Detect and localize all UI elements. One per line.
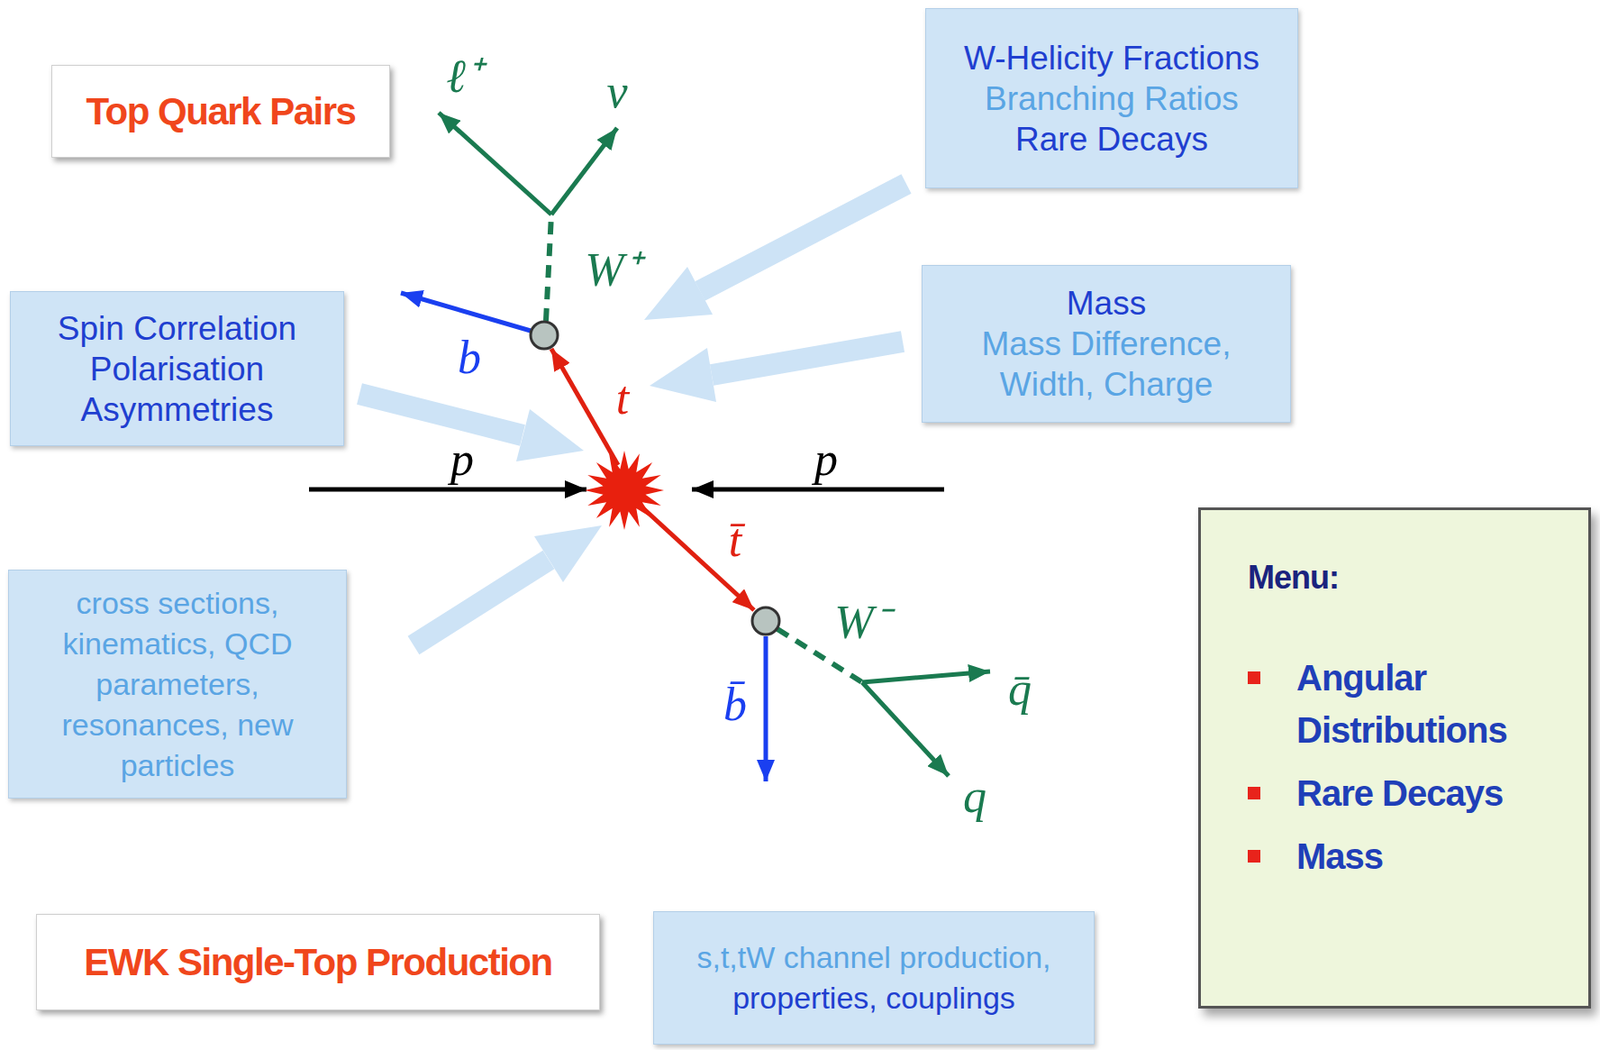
proton-beam: [691, 487, 945, 492]
pointer-arrow-shaft: [711, 341, 903, 375]
topic-box: cross sections, kinematics, QCD paramete…: [8, 569, 347, 799]
menu-title: Menu:: [1247, 556, 1339, 598]
bullet-mark: [1247, 671, 1261, 684]
antitop-line: [632, 498, 755, 610]
box-text: EWK Single-Top Production: [83, 939, 552, 985]
particle-label: W⁻: [834, 599, 890, 646]
box-text: s,t,tW channel production,: [696, 936, 1051, 978]
antiquark-line: [862, 671, 991, 682]
b-quark-line: [400, 292, 531, 331]
title-box: EWK Single-Top Production: [36, 913, 600, 1010]
decay-vertex: [752, 607, 780, 635]
proton-beam: [309, 487, 587, 492]
particle-label: t̄: [728, 517, 742, 564]
topic-box: s,t,tW channel production,properties, co…: [653, 910, 1095, 1045]
particle-label: q: [963, 772, 987, 820]
w-boson-line: [545, 214, 552, 321]
pointer-arrow-shaft: [359, 393, 523, 436]
particle-label: q̄: [1008, 665, 1032, 713]
bullet-mark: [1247, 786, 1261, 800]
particle-label: W⁺: [584, 246, 640, 294]
menu-item: Mass: [1296, 829, 1567, 882]
pointer-arrow-head: [644, 266, 713, 320]
quark-line: [862, 681, 949, 776]
topic-box: Spin Correlation Polarisation Asymmetrie…: [9, 290, 345, 446]
pointer-arrow-head: [534, 525, 602, 582]
collision-starburst: [584, 450, 664, 530]
pointer-arrow-head: [516, 409, 584, 462]
box-text: Mass: [1066, 282, 1146, 324]
antib-line: [763, 636, 769, 782]
pointer-arrow-shaft: [413, 559, 549, 646]
decay-vertex: [530, 321, 558, 349]
particle-label: b: [457, 334, 482, 382]
box-text: Branching Ratios: [984, 78, 1239, 119]
topic-box: W-Helicity FractionsBranching RatiosRare…: [925, 8, 1299, 189]
menu-row: Mass: [1247, 829, 1567, 882]
box-text: W-Helicity Fractions: [963, 37, 1260, 79]
pointer-arrow-shaft: [700, 183, 907, 291]
top-quark-line: [551, 348, 619, 465]
particle-label: ν: [606, 68, 628, 116]
box-text: Spin Correlation Polarisation Asymmetrie…: [25, 308, 329, 430]
box-text: Top Quark Pairs: [86, 89, 356, 135]
bullet-mark: [1247, 849, 1261, 863]
particle-label: b̄: [723, 681, 747, 728]
particle-label: p: [450, 436, 474, 483]
topic-box: MassMass Difference, Width, Charge: [921, 264, 1291, 423]
neutrino-line: [551, 127, 618, 215]
box-text: properties, couplings: [732, 977, 1016, 1019]
box-text: cross sections, kinematics, QCD paramete…: [28, 582, 327, 786]
menu-row: Angular Distributions: [1247, 651, 1567, 756]
menu-item: Angular Distributions: [1296, 651, 1567, 756]
lepton-line: [438, 112, 552, 215]
title-box: Top Quark Pairs: [51, 64, 391, 158]
box-text: Rare Decays: [1015, 118, 1209, 160]
particle-label: t: [616, 374, 629, 422]
particle-label: ℓ⁺: [445, 53, 482, 100]
menu-row: Rare Decays: [1247, 766, 1567, 819]
menu-note: Menu: Angular DistributionsRare DecaysMas…: [1198, 507, 1591, 1009]
pointer-arrow-head: [649, 347, 717, 402]
box-text: Mass Difference, Width, Charge: [936, 323, 1276, 405]
particle-label: p: [814, 436, 838, 483]
menu-item: Rare Decays: [1296, 766, 1567, 819]
